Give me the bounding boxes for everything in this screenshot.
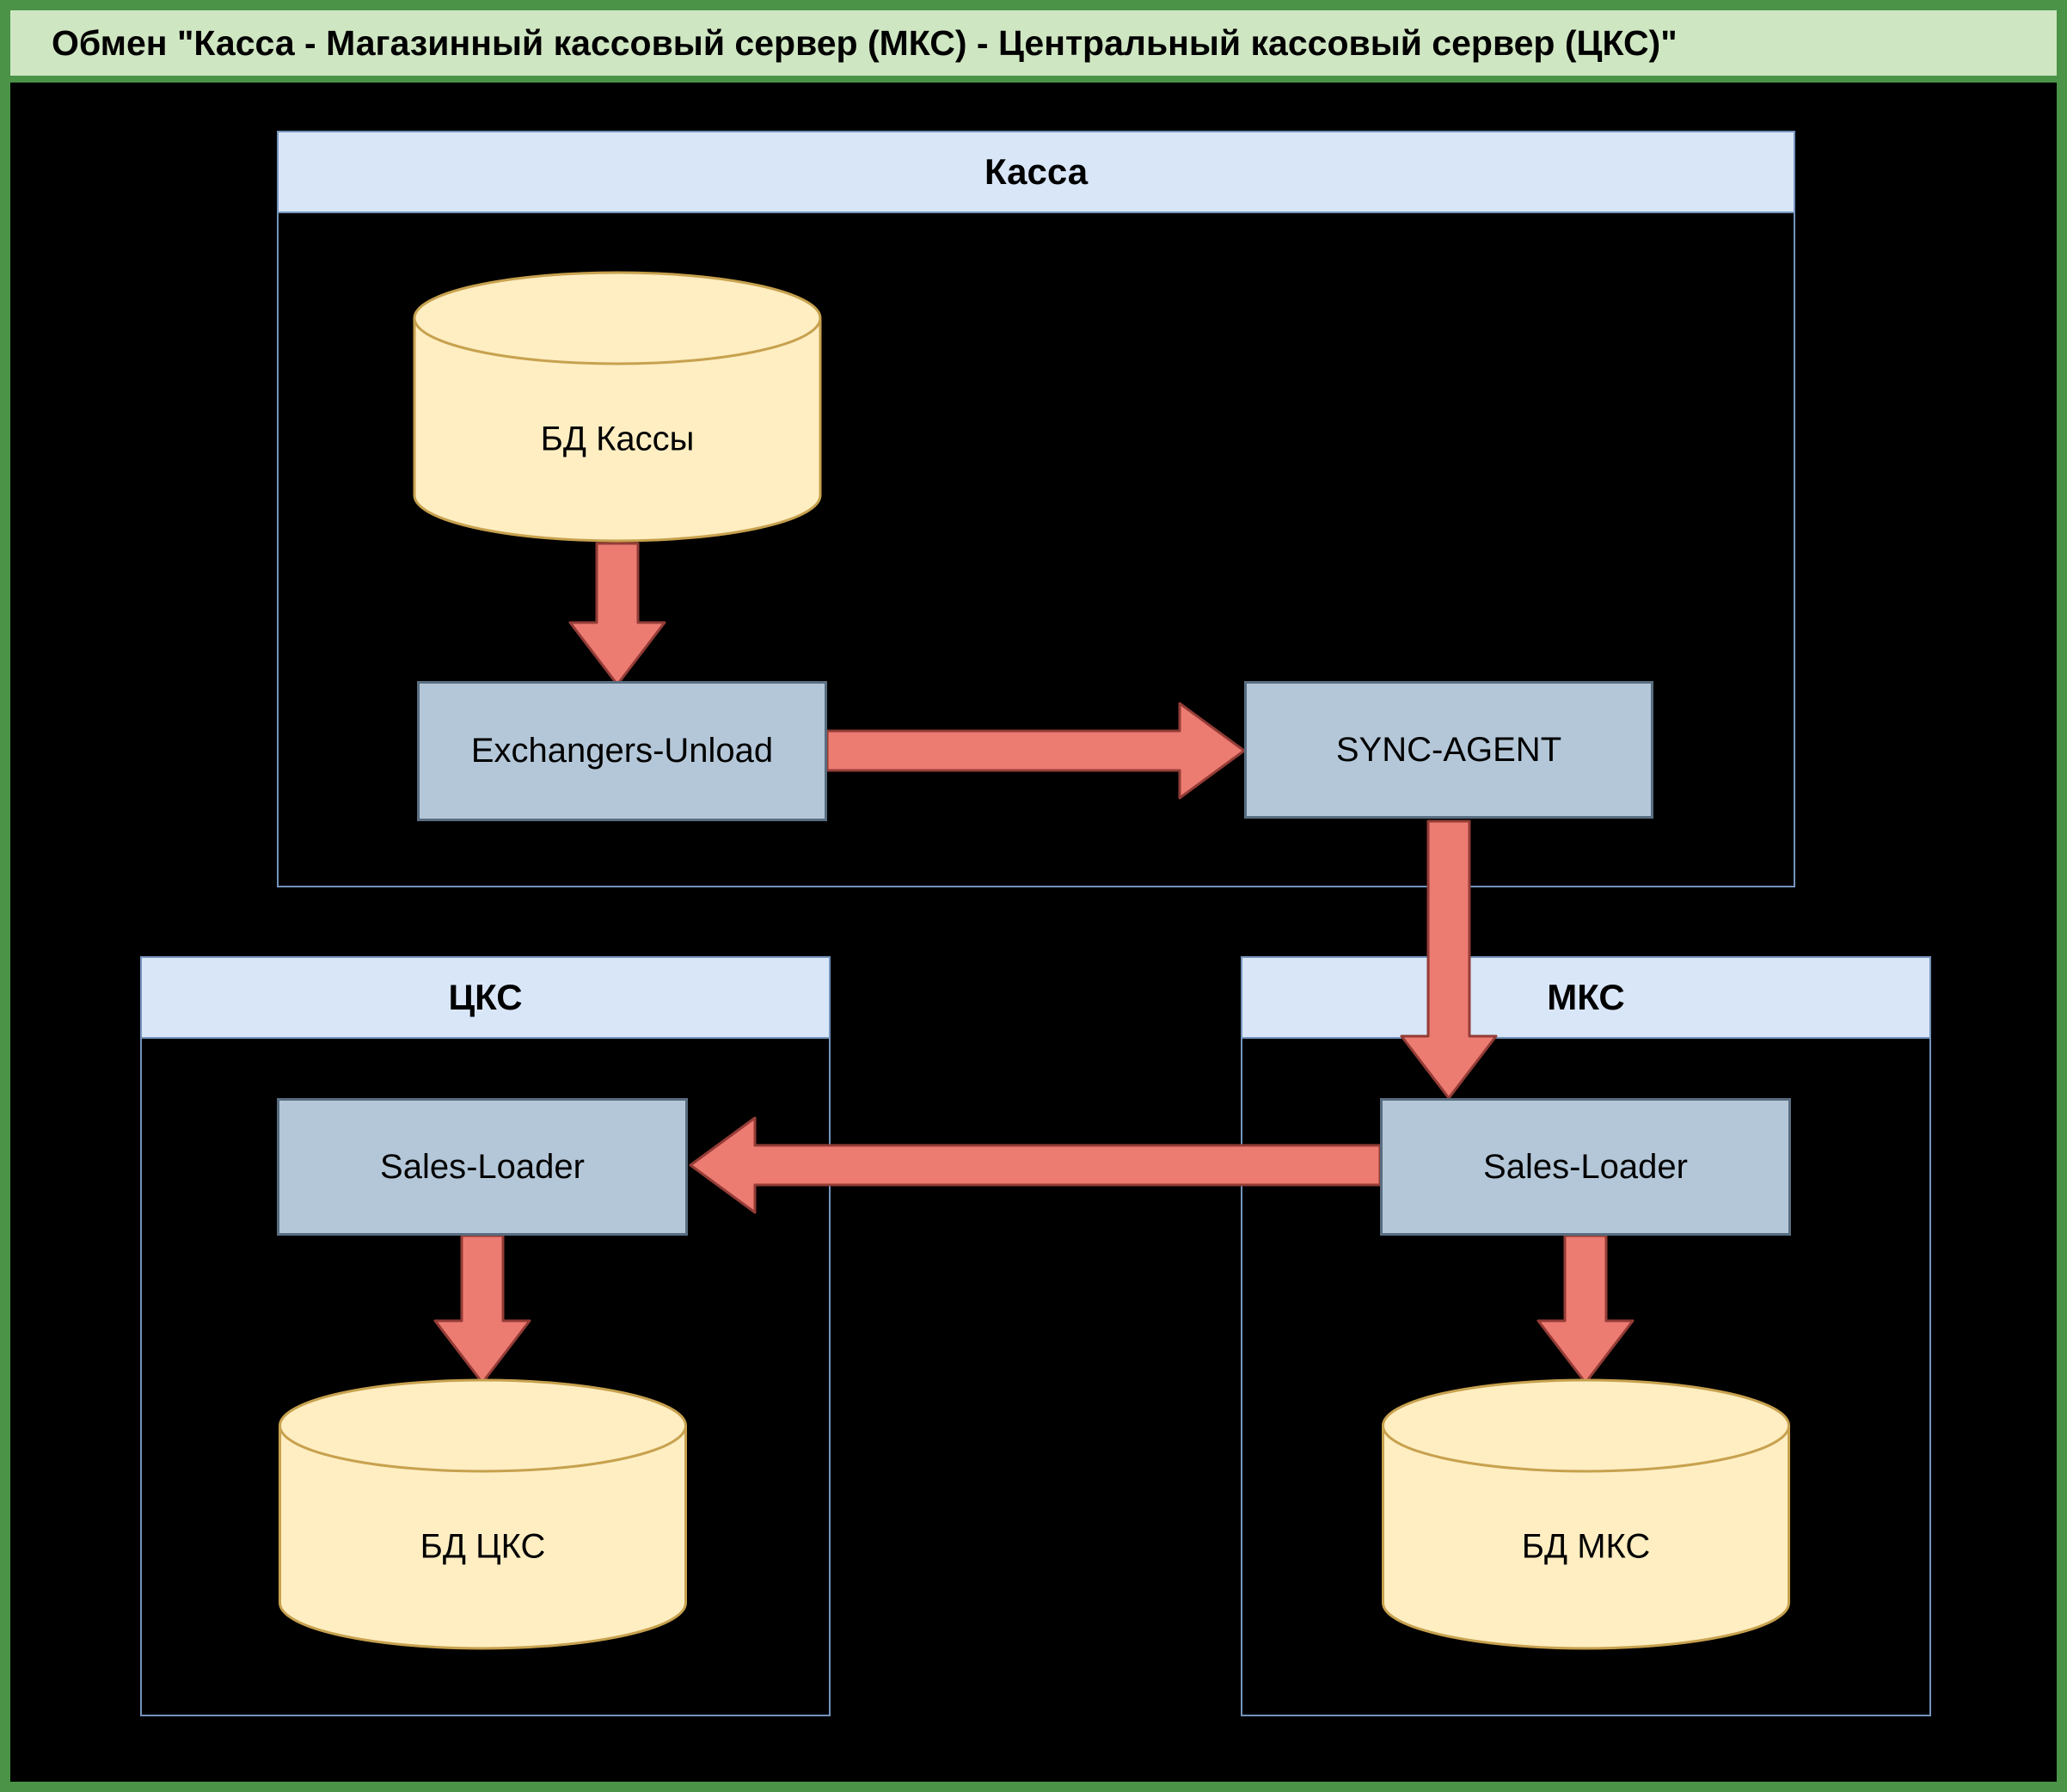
group-cks: ЦКС xyxy=(140,956,831,1716)
page-title: Обмен "Касса - Магазинный кассовый серве… xyxy=(52,22,1678,63)
node-bd-kassy-label: БД Кассы xyxy=(540,420,695,458)
node-sync-agent: SYNC-AGENT xyxy=(1244,681,1653,819)
node-sales-loader-cks-label: Sales-Loader xyxy=(380,1147,585,1186)
node-bd-mks-label: БД МКС xyxy=(1521,1527,1651,1566)
node-bd-kassy: БД Кассы xyxy=(413,270,822,543)
group-cks-label: ЦКС xyxy=(448,977,523,1017)
node-sales-loader-cks: Sales-Loader xyxy=(277,1098,688,1236)
group-mks: МКС xyxy=(1241,956,1931,1716)
group-kassa-label: Касса xyxy=(984,151,1089,192)
node-bd-mks: БД МКС xyxy=(1381,1378,1791,1651)
node-exchangers-unload: Exchangers-Unload xyxy=(417,681,827,821)
database-cylinder-icon xyxy=(279,1378,687,1650)
node-sync-agent-label: SYNC-AGENT xyxy=(1335,730,1562,769)
group-kassa: Касса xyxy=(277,131,1795,887)
group-mks-label: МКС xyxy=(1547,977,1625,1017)
group-kassa-header: Касса xyxy=(279,132,1794,213)
database-cylinder-icon xyxy=(1382,1378,1790,1650)
group-mks-header: МКС xyxy=(1242,958,1929,1039)
node-sales-loader-mks-label: Sales-Loader xyxy=(1483,1147,1688,1186)
node-bd-cks-label: БД ЦКС xyxy=(420,1527,546,1566)
node-bd-cks: БД ЦКС xyxy=(278,1378,688,1651)
node-exchangers-unload-label: Exchangers-Unload xyxy=(470,732,774,770)
diagram-canvas: Касса ЦКС МКС Б xyxy=(10,83,2057,1775)
database-cylinder-icon xyxy=(413,271,822,543)
title-bar: Обмен "Касса - Магазинный кассовый серве… xyxy=(10,10,2057,83)
group-cks-header: ЦКС xyxy=(142,958,829,1039)
node-sales-loader-mks: Sales-Loader xyxy=(1380,1098,1791,1236)
